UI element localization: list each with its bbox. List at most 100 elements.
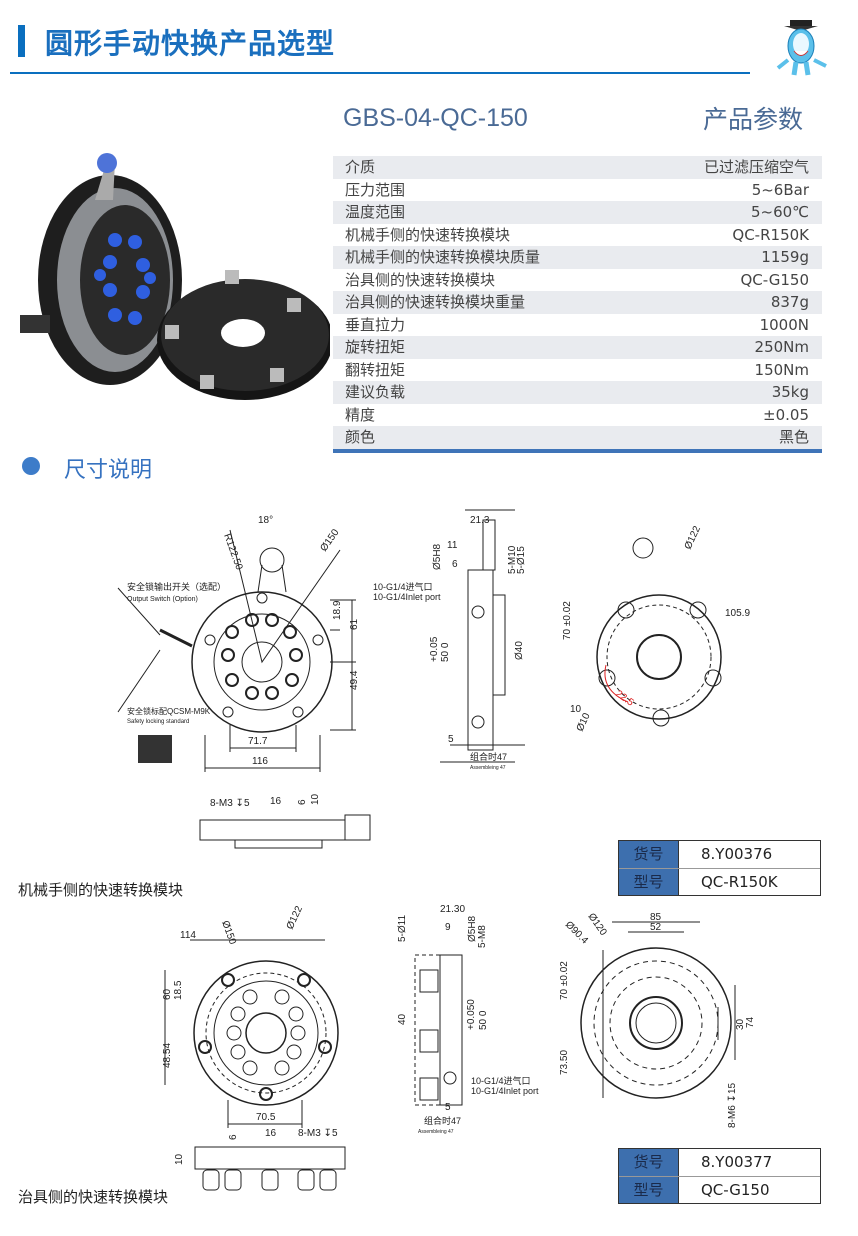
dim-label: 9	[445, 922, 451, 933]
dim-label: 8-M3 ↧5	[298, 1128, 338, 1139]
spec-value: 250Nm	[754, 338, 809, 356]
dim-label: 18.5	[173, 980, 184, 1000]
spec-value: 837g	[770, 293, 809, 311]
dim-label: +0.050	[466, 999, 477, 1030]
dim-label: 40	[397, 1013, 408, 1025]
spec-value: 1000N	[759, 315, 809, 334]
robot-side-drawing: 71.7 116 18° R122.50 Ø150 18.9 61 49.4 安…	[117, 509, 750, 849]
dim-label: 70 ±0.02	[559, 961, 570, 1000]
spec-label: 治具侧的快速转换模块	[345, 270, 496, 289]
dim-label: Assembleing 47	[418, 1129, 454, 1135]
section-bullet-icon	[22, 457, 40, 475]
dim-label: Ø40	[514, 641, 525, 660]
dim-label: 49.4	[349, 670, 360, 690]
product-photo	[20, 153, 330, 400]
spec-value: 150Nm	[754, 360, 809, 379]
dim-label: 52	[650, 922, 662, 933]
dim-label: 8-M3 ↧5	[210, 798, 250, 809]
spec-row: 介质 已过滤压缩空气	[333, 156, 822, 179]
spec-label: 治具侧的快速转换模块重量	[345, 293, 526, 311]
product-model: GBS-04-QC-150	[343, 104, 528, 132]
spec-value: ±0.05	[763, 405, 809, 424]
dim-label: 10-G1/4Inlet port	[373, 592, 441, 602]
dim-label: 10	[310, 793, 321, 805]
spec-value: QC-G150	[740, 270, 810, 289]
dim-label: Output Switch (Option)	[127, 596, 198, 603]
spec-value: QC-R150K	[732, 225, 809, 244]
dim-label: 70 ±0.02	[562, 601, 573, 640]
header-accent-bar	[18, 25, 25, 57]
dim-label: 50 0	[478, 1010, 489, 1030]
dim-label: 10-G1/4进气口	[471, 1075, 531, 1086]
spec-value: 1159g	[761, 248, 809, 266]
spec-label: 翻转扭矩	[345, 360, 406, 379]
dim-label: 16	[265, 1128, 277, 1139]
spec-label: 垂直拉力	[345, 315, 406, 334]
item-no-value: 8.Y00377	[701, 1153, 773, 1171]
robot-side-caption: 机械手侧的快速转换模块	[18, 881, 184, 899]
spec-row: 治具侧的快速转换模块 QC-G150	[333, 269, 822, 292]
page-title: 圆形手动快换产品选型	[45, 27, 336, 60]
dim-label: 6	[297, 799, 308, 805]
spec-value: 黑色	[778, 428, 809, 446]
dim-label: Ø90.4	[563, 919, 590, 946]
spec-label: 精度	[345, 405, 376, 424]
header-divider	[10, 72, 750, 74]
spec-row: 温度范围 5~60℃	[333, 201, 822, 224]
spec-value: 5~60℃	[750, 203, 809, 221]
spec-label: 颜色	[345, 428, 376, 446]
dim-label: 安全锁标配QCSM-M9K	[127, 706, 211, 716]
dim-label: 16	[270, 796, 282, 807]
dim-label: 18.9	[332, 600, 343, 620]
tool-side-drawing: 114 Ø150 Ø122 60 18.5 48.54 70.5 21.30 9…	[162, 904, 756, 1191]
item-no-label: 货号	[619, 841, 679, 868]
dim-label: 10	[570, 704, 582, 715]
spec-label: 建议负载	[345, 383, 406, 401]
dim-label: 6	[452, 559, 458, 570]
dim-label: 5-M8	[477, 925, 488, 948]
dim-label: Assembleing 47	[470, 765, 506, 771]
dim-label: 10-G1/4进气口	[373, 581, 433, 592]
dim-label: 5	[445, 1102, 451, 1113]
spec-value: 已过滤压缩空气	[703, 158, 809, 176]
dim-label: 8-M6 ↧15	[727, 1082, 738, 1128]
item-no-value: 8.Y00376	[701, 845, 773, 863]
dim-label: 5-M10	[507, 545, 518, 574]
dim-label: 50 0	[440, 642, 451, 662]
dim-label: 48.54	[162, 1043, 173, 1068]
params-title: 产品参数	[703, 105, 804, 134]
dim-label: 21.30	[440, 904, 465, 915]
dim-label: Safety locking standard	[127, 719, 189, 725]
dim-label: Ø120	[586, 911, 609, 938]
dim-label: +0.05	[429, 636, 440, 662]
dim-label: 105.9	[725, 608, 750, 619]
dim-label: Ø5H8	[467, 915, 478, 942]
dim-label: 18°	[258, 515, 273, 526]
dim-label: 11	[447, 540, 458, 551]
mascot-icon	[776, 20, 827, 76]
dim-label: 114	[180, 930, 196, 941]
dim-label: 6	[228, 1134, 239, 1140]
dim-label: 5	[448, 734, 454, 745]
dim-label: Ø122	[285, 904, 305, 931]
spec-label: 温度范围	[345, 203, 406, 221]
dim-label: Ø150	[318, 527, 341, 554]
spec-row: 颜色 黑色	[333, 426, 822, 449]
dim-label: 5-Ø11	[397, 915, 408, 942]
dim-label: 21.3	[470, 515, 490, 526]
spec-row: 垂直拉力 1000N	[333, 314, 822, 337]
dim-label: R122.50	[221, 532, 244, 572]
model-label: 型号	[619, 1177, 679, 1203]
item-no-label: 货号	[619, 1149, 679, 1176]
spec-row: 治具侧的快速转换模块重量 837g	[333, 291, 822, 314]
dim-label: Ø5H8	[432, 543, 443, 570]
section-title: 尺寸说明	[64, 458, 153, 483]
model-value: QC-R150K	[701, 873, 778, 891]
spec-label: 介质	[345, 158, 376, 176]
dim-label: 安全锁输出开关（选配）	[127, 581, 226, 592]
